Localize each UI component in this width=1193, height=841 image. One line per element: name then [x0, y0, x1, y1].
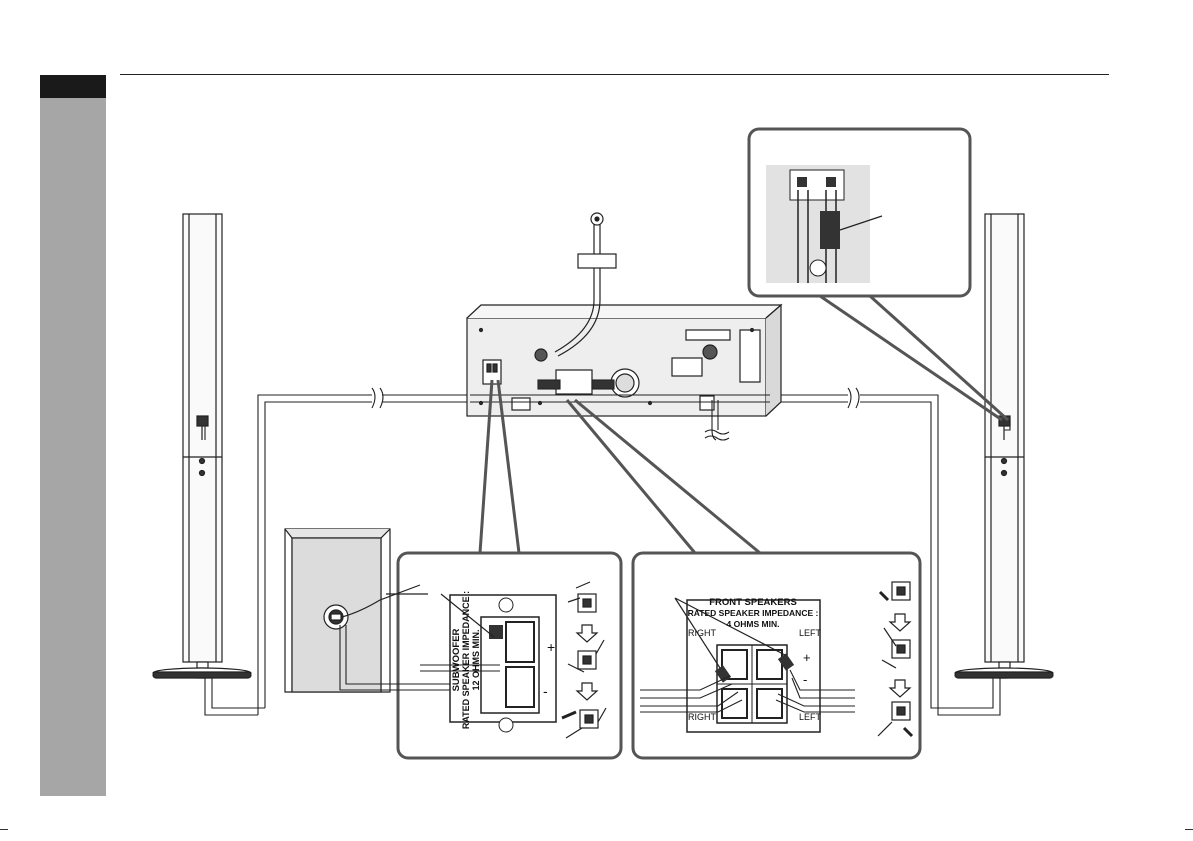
front-terminal-callout: FRONT SPEAKERS RATED SPEAKER IMPEDANCE :…: [633, 553, 920, 758]
cable-tie-detail-callout: [749, 129, 970, 296]
subwoofer-impedance-label: RATED SPEAKER IMPEDANCE :: [461, 591, 471, 729]
left-front-speaker: [153, 214, 251, 678]
front-right-top-label: RIGHT: [688, 628, 717, 638]
front-terminal-ohms: 4 OHMS MIN.: [727, 619, 780, 629]
front-terminal-title: FRONT SPEAKERS: [709, 597, 797, 608]
subwoofer-ohms-label: 12 OHMS MIN.: [471, 629, 481, 690]
front-terminal-impedance: RATED SPEAKER IMPEDANCE :: [688, 608, 819, 618]
main-unit-rear: [467, 305, 781, 416]
front-left-bottom-label: LEFT: [799, 712, 822, 722]
front-minus-label: -: [803, 672, 807, 687]
front-left-top-label: LEFT: [799, 628, 822, 638]
subwoofer: [285, 529, 390, 692]
front-plus-label: +: [803, 650, 811, 665]
subwoofer-plus-label: +: [547, 639, 555, 655]
subwoofer-minus-label: -: [543, 683, 548, 699]
front-right-bottom-label: RIGHT: [688, 712, 717, 722]
